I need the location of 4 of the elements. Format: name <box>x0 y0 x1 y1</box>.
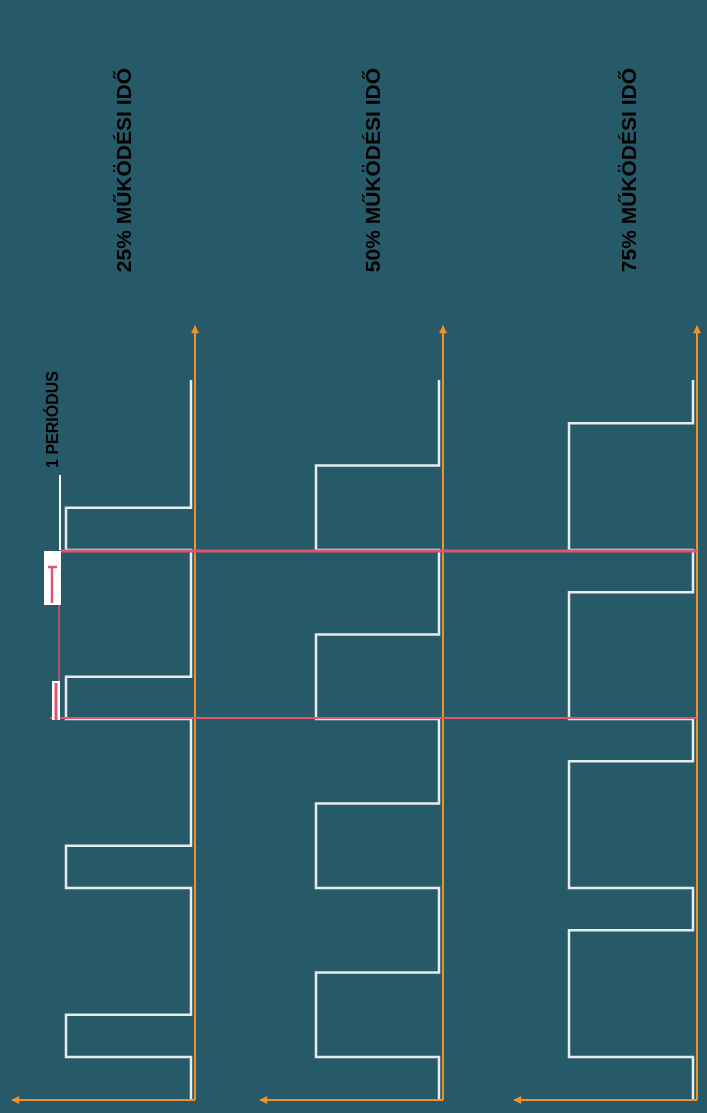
duty-cycle-title: 75% MŰKÖDÉSI IDŐ <box>618 67 639 272</box>
duty-cycle-title: 50% MŰKÖDÉSI IDŐ <box>362 67 383 272</box>
period-label: 1 PERIÓDUS <box>45 371 61 468</box>
duty-cycle-title: 25% MŰKÖDÉSI IDŐ <box>113 67 134 272</box>
